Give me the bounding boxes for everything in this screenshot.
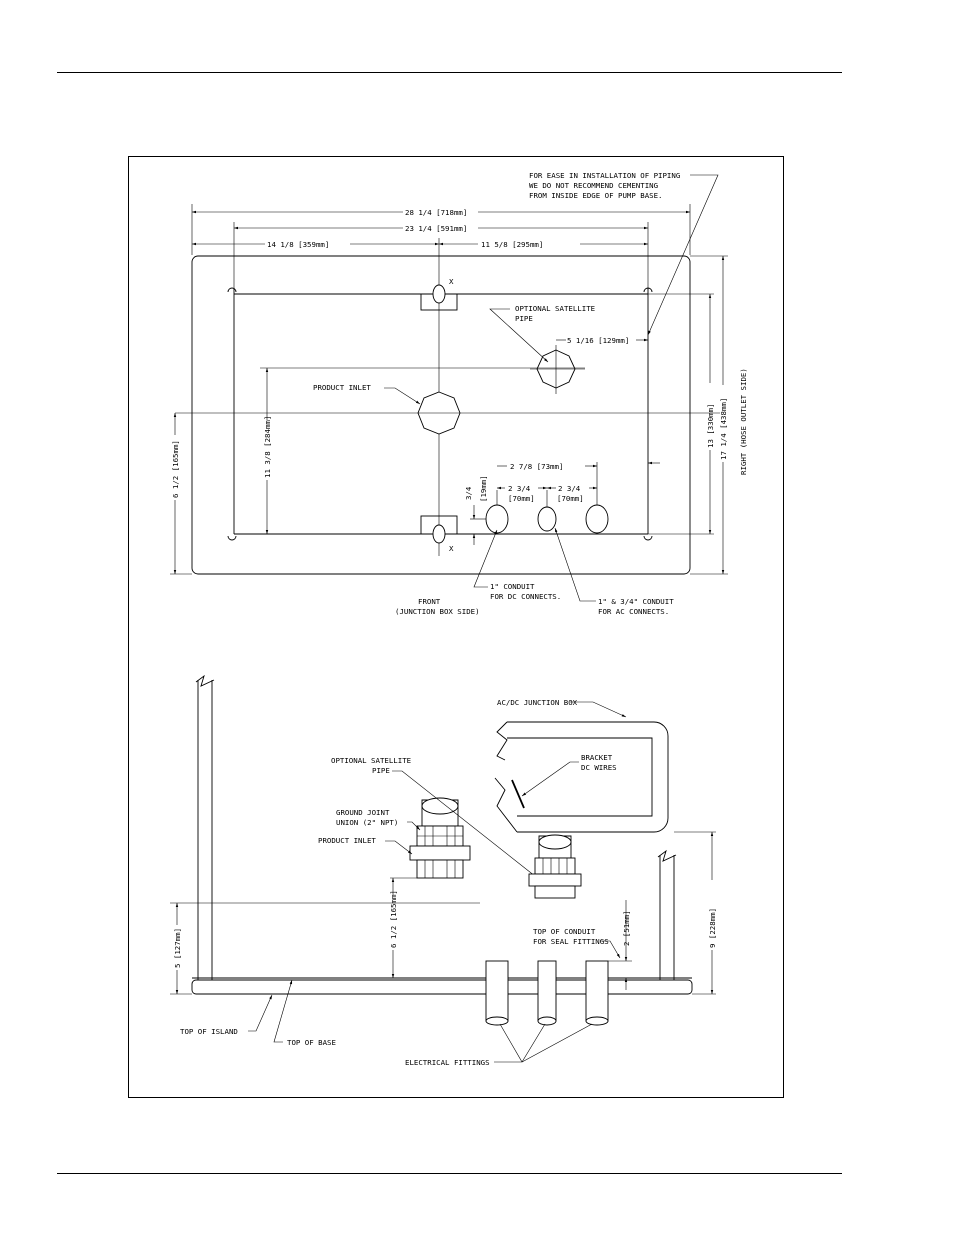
product-inlet-fitting (409, 797, 471, 879)
dim-conduit-offset-mm: [19mm] (479, 475, 488, 502)
drawing-frame (128, 156, 784, 1098)
product-inlet-label: PRODUCT INLET (313, 383, 371, 392)
bracket-label-2: DC WIRES (581, 763, 617, 772)
dc-conduit-label-1: 1" CONDUIT (490, 582, 535, 591)
satellite-side-label-2: PIPE (372, 766, 390, 775)
top-view: FOR EASE IN INSTALLATION OF PIPING WE DO… (170, 171, 748, 616)
electrical-fittings-label: ELECTRICAL FITTINGS (405, 1058, 490, 1067)
dim-conduit-span: 2 7/8 [73mm] (510, 462, 563, 471)
satellite-label-2: PIPE (515, 314, 533, 323)
dim-right-width: 11 5/8 [295mm] (481, 240, 543, 249)
dc-conduit-label-2: FOR DC CONNECTS. (490, 592, 561, 601)
dim-conduit-height: 2 [51mm] (622, 910, 631, 946)
dim-conduit-gap-1-mm: [70mm] (508, 494, 535, 503)
product-inlet-side-label: PRODUCT INLET (318, 836, 376, 845)
junction-box-label: AC/DC JUNCTION BOX (497, 698, 578, 707)
dim-bolt-width: 23 1/4 [591mm] (405, 224, 467, 233)
top-conduit-label-1: TOP OF CONDUIT (533, 927, 596, 936)
satellite-fitting (528, 834, 582, 899)
dim-inlet-height: 6 1/2 [165mm] (389, 890, 398, 948)
dim-inlet-from-edge: 6 1/2 [165mm] (171, 440, 180, 498)
front-label-1: FRONT (418, 597, 441, 606)
dim-satellite-offset: 5 1/16 [129mm] (567, 336, 629, 345)
dim-conduit-gap-2: 2 3/4 (558, 484, 581, 493)
note-line-2: WE DO NOT RECOMMEND CEMENTING (529, 181, 658, 190)
ground-joint-label-2: UNION (2" NPT) (336, 818, 398, 827)
dim-conduit-gap-2-mm: [70mm] (557, 494, 584, 503)
dim-left-width: 14 1/8 [359mm] (267, 240, 329, 249)
note-line-3: FROM INSIDE EDGE OF PUMP BASE. (529, 191, 663, 200)
dim-base-to-island: 5 [127mm] (173, 928, 182, 968)
ac-conduit-label-2: FOR AC CONNECTS. (598, 607, 669, 616)
satellite-label-1: OPTIONAL SATELLITE (515, 304, 595, 313)
dim-inlet-from-front: 11 3/8 [284mm] (263, 416, 272, 478)
ac-conduit-label-1: 1" & 3/4" CONDUIT (598, 597, 674, 606)
mark-x-top: X (449, 277, 454, 286)
header-rule (57, 72, 842, 73)
dim-overall-width: 28 1/4 [718mm] (405, 208, 467, 217)
note-line-1: FOR EASE IN INSTALLATION OF PIPING (529, 171, 680, 180)
satellite-side-label-1: OPTIONAL SATELLITE (331, 756, 411, 765)
right-side-label: RIGHT (HOSE OUTLET SIDE) (739, 368, 748, 475)
top-conduit-label-2: FOR SEAL FITTINGS (533, 937, 609, 946)
electrical-fittings (485, 960, 609, 1026)
dim-conduit-gap-1: 2 3/4 (508, 484, 531, 493)
side-view: TOP OF ISLAND TOP OF BASE AC/DC JUNCTION… (170, 674, 717, 1067)
footer-rule (57, 1173, 842, 1174)
dim-junction-height: 9 [228mm] (708, 908, 717, 948)
dim-overall-depth: 17 1/4 [438mm] (719, 398, 728, 460)
top-of-base-label: TOP OF BASE (287, 1038, 336, 1047)
dim-bolt-depth: 13 [330mm] (706, 404, 715, 449)
bracket-label-1: BRACKET (581, 753, 613, 762)
dim-conduit-offset: 3/4 (464, 486, 473, 500)
front-label-2: (JUNCTION BOX SIDE) (395, 607, 480, 616)
mark-x-bottom: X (449, 544, 454, 553)
ground-joint-label-1: GROUND JOINT (336, 808, 390, 817)
top-of-island-label: TOP OF ISLAND (180, 1027, 238, 1036)
